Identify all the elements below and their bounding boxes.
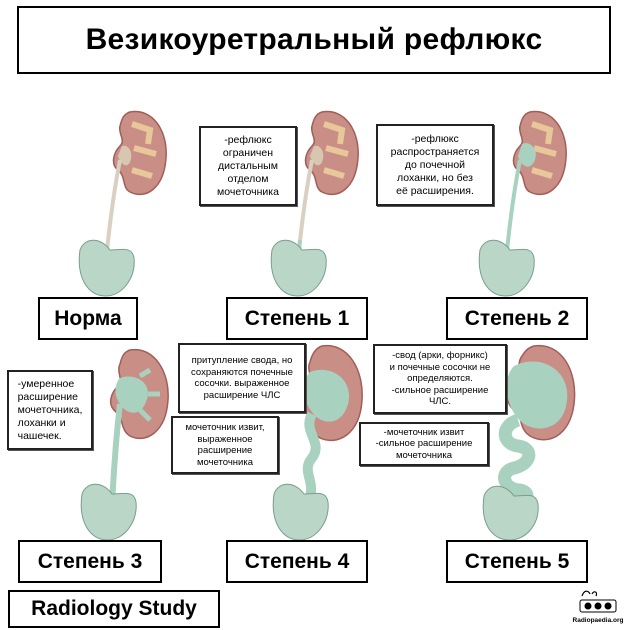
kidney-illustration-grade-5 [482, 345, 576, 541]
bladder [482, 485, 539, 541]
grade-label-normal: Норма [38, 297, 138, 340]
grade-4-note-collecting-system: притупление свода, но сохраняются почечн… [178, 343, 306, 413]
kidney-illustration-normal [78, 110, 167, 297]
grade-4-note-ureter: мочеточник извит, выраженное расширение … [171, 416, 279, 474]
radiopaedia-logo-text: Radiopaedia.org [572, 617, 624, 624]
bladder [80, 483, 137, 541]
grade-label-3: Степень 3 [18, 540, 162, 583]
dilated-pelvis [304, 369, 350, 422]
grade-5-note-ureter: -мочеточник извит -сильное расширение мо… [359, 422, 489, 466]
grade-label-1: Степень 1 [226, 297, 368, 340]
tortuous-ureter [498, 413, 536, 518]
ureter [109, 403, 123, 505]
bladder [78, 239, 135, 297]
ureter [504, 159, 522, 261]
bladder [270, 239, 327, 297]
tortuous-ureter [302, 411, 321, 505]
grade-label-5: Степень 5 [446, 540, 588, 583]
grade-label-4: Степень 4 [226, 540, 368, 583]
kidney-illustration-grade-4 [272, 344, 363, 541]
dilated-pelvis [506, 361, 568, 429]
bladder [478, 239, 535, 297]
kidney-illustration-grade-1 [270, 110, 359, 297]
grade-label-2: Степень 2 [446, 297, 588, 340]
radiopaedia-logo-icon [579, 590, 617, 613]
grade-5-note-collecting-system: -свод (арки, форникс) и почечные сосочки… [373, 344, 507, 414]
grade-2-note: -рефлюкс распространяется до почечной ло… [376, 124, 494, 206]
radiology-study-label: Radiology Study [8, 590, 220, 628]
bladder [272, 483, 329, 541]
page-title: Везикоуретральный рефлюкс [17, 6, 611, 74]
ureter [104, 159, 122, 261]
renal-pelvis [518, 143, 536, 167]
grade-1-note: -рефлюкс ограничен дистальным отделом мо… [199, 126, 297, 206]
kidney-illustration-grade-3 [80, 348, 169, 541]
grade-3-note: -умеренное расширение мочеточника, лохан… [7, 370, 93, 450]
dilated-pelvis [115, 376, 148, 413]
kidney-illustration-grade-2 [478, 110, 567, 297]
